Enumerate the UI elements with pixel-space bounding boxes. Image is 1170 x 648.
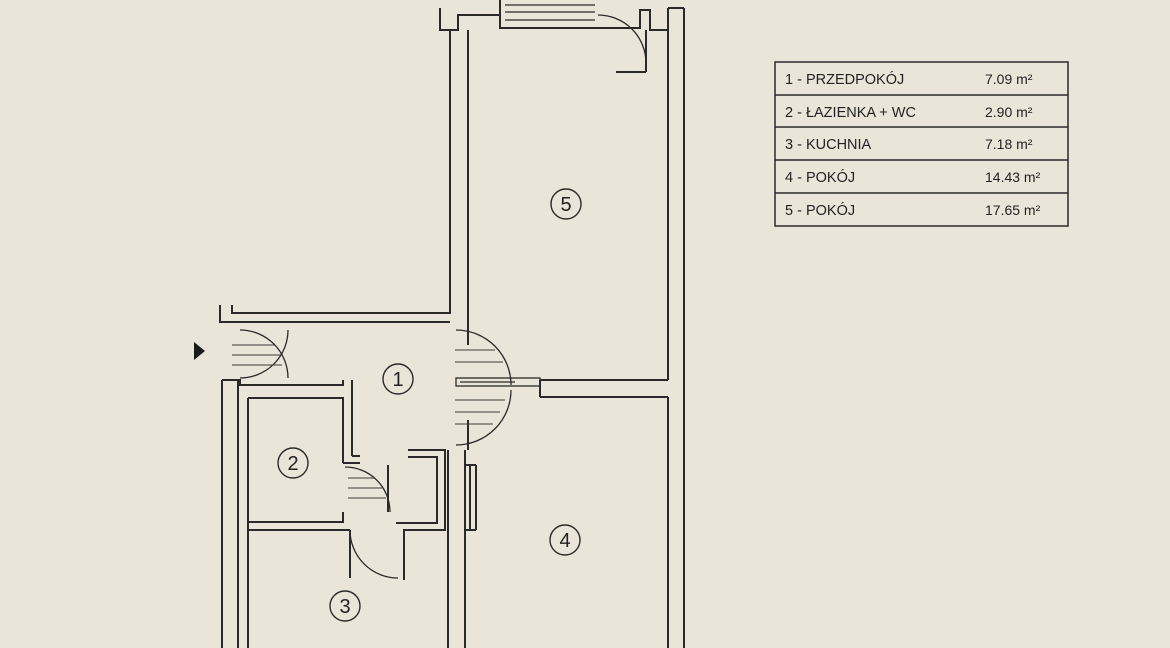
room-label-5: 5 [550, 188, 582, 220]
legend-row: 4 - POKÓJ 14.43 m² [785, 169, 1041, 186]
legend-room-label: 2 - ŁAZIENKA + WC [785, 105, 916, 121]
room-label-1: 1 [382, 363, 414, 395]
legend-row: 2 - ŁAZIENKA + WC 2.90 m² [785, 104, 1033, 121]
legend-room-area: 7.18 m² [985, 136, 1033, 152]
walls [219, 0, 685, 648]
entrance-arrow-icon [194, 342, 205, 360]
legend-room-label: 3 - KUCHNIA [785, 137, 872, 153]
room-number: 3 [339, 596, 350, 618]
doors [232, 14, 647, 579]
area-legend: 1 - PRZEDPOKÓJ 7.09 m² 2 - ŁAZIENKA + WC… [774, 61, 1069, 227]
legend-room-area: 17.65 m² [985, 202, 1041, 218]
legend-room-label: 4 - POKÓJ [785, 169, 855, 186]
room-labels: 1 2 3 4 5 [277, 188, 582, 622]
legend-row: 5 - POKÓJ 17.65 m² [785, 202, 1041, 219]
room-label-3: 3 [329, 590, 361, 622]
legend-room-label: 1 - PRZEDPOKÓJ [785, 71, 904, 88]
legend-room-area: 7.09 m² [985, 71, 1033, 87]
legend-room-label: 5 - POKÓJ [785, 202, 855, 219]
room-number: 4 [559, 530, 570, 552]
room-number: 1 [392, 369, 403, 391]
room-label-4: 4 [549, 524, 581, 556]
legend-row: 1 - PRZEDPOKÓJ 7.09 m² [785, 71, 1033, 88]
legend-room-area: 2.90 m² [985, 104, 1033, 120]
legend-room-area: 14.43 m² [985, 169, 1041, 185]
room-number: 2 [287, 453, 298, 475]
legend-row: 3 - KUCHNIA 7.18 m² [785, 136, 1033, 153]
room-number: 5 [560, 194, 571, 216]
room-label-2: 2 [277, 447, 309, 479]
